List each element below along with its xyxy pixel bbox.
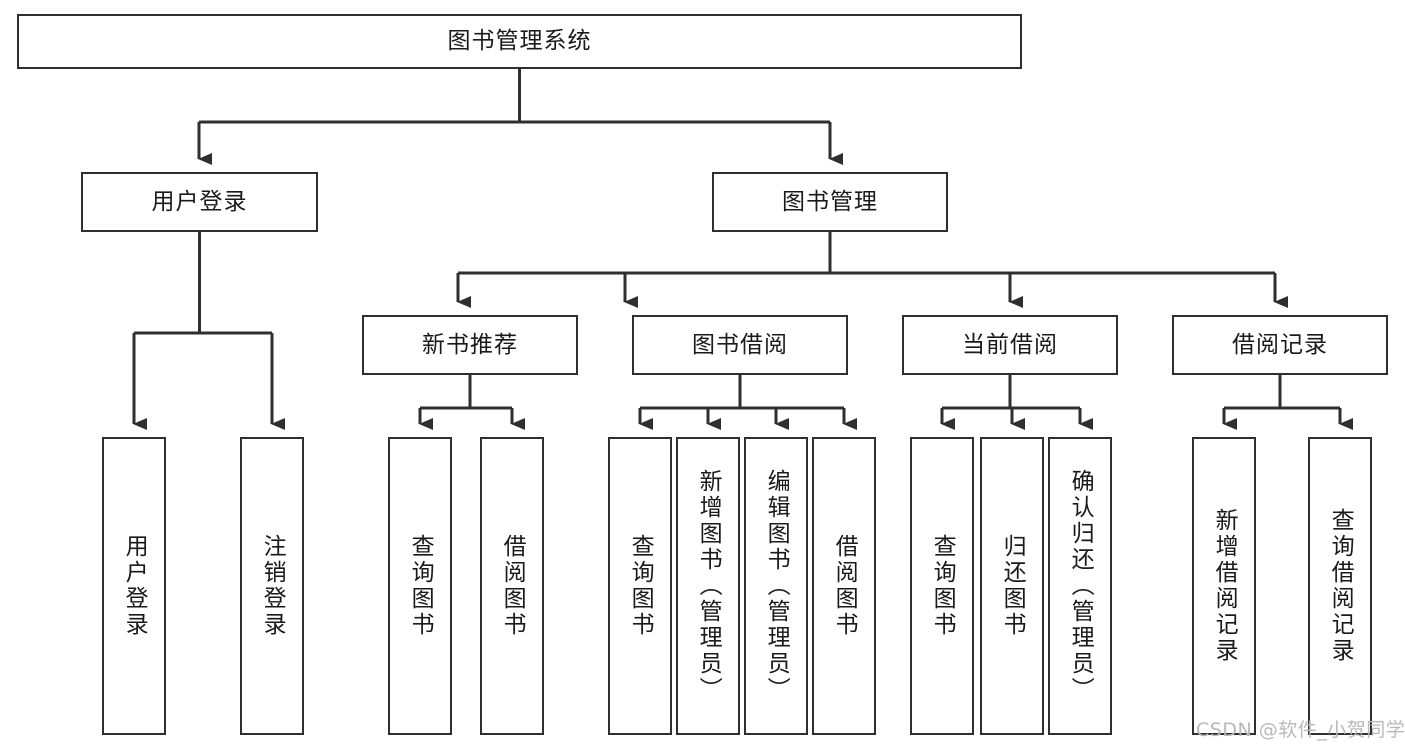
node-book-manage[interactable]: 图书管理 [712, 172, 948, 232]
node-leaf-confirm-return[interactable]: 确认归还（管理员） [1048, 437, 1112, 735]
node-leaf-query-record[interactable]: 查询借阅记录 [1308, 437, 1372, 735]
node-leaf-confirm-return-label: 确认归还（管理员） [1067, 469, 1094, 703]
node-book-borrow-label: 图书借阅 [692, 331, 788, 358]
node-user-login[interactable]: 用户登录 [81, 172, 318, 232]
node-leaf-edit-book[interactable]: 编辑图书（管理员） [744, 437, 808, 735]
node-book-borrow[interactable]: 图书借阅 [632, 315, 848, 375]
node-leaf-edit-book-label: 编辑图书（管理员） [763, 469, 790, 703]
node-leaf-query-book-1-label: 查询图书 [407, 534, 434, 638]
node-leaf-add-record[interactable]: 新增借阅记录 [1192, 437, 1256, 735]
node-leaf-add-book[interactable]: 新增图书（管理员） [676, 437, 740, 735]
node-user-login-label: 用户登录 [151, 188, 248, 215]
node-leaf-borrow-book-2[interactable]: 借阅图书 [812, 437, 876, 735]
node-leaf-user-login-label: 用户登录 [121, 534, 148, 638]
node-leaf-add-book-label: 新增图书（管理员） [695, 469, 722, 703]
node-leaf-borrow-book-1[interactable]: 借阅图书 [480, 437, 544, 735]
node-leaf-add-record-label: 新增借阅记录 [1211, 508, 1238, 664]
node-borrow-record-label: 借阅记录 [1232, 331, 1328, 358]
node-root-label: 图书管理系统 [447, 28, 592, 55]
node-leaf-query-book-3-label: 查询图书 [929, 534, 956, 638]
csdn-watermark: CSDN @软件_小贺同学 [1196, 719, 1405, 741]
node-leaf-return-book-label: 归还图书 [999, 534, 1026, 638]
node-leaf-borrow-book-1-label: 借阅图书 [499, 534, 526, 638]
node-leaf-logout[interactable]: 注销登录 [240, 437, 304, 735]
node-leaf-query-book-1[interactable]: 查询图书 [388, 437, 452, 735]
node-borrow-record[interactable]: 借阅记录 [1172, 315, 1388, 375]
node-current-borrow[interactable]: 当前借阅 [902, 315, 1118, 375]
node-leaf-return-book[interactable]: 归还图书 [980, 437, 1044, 735]
node-current-borrow-label: 当前借阅 [962, 331, 1058, 358]
node-leaf-borrow-book-2-label: 借阅图书 [831, 534, 858, 638]
node-leaf-user-login[interactable]: 用户登录 [102, 437, 166, 735]
node-leaf-query-book-2-label: 查询图书 [627, 534, 654, 638]
node-leaf-query-book-3[interactable]: 查询图书 [910, 437, 974, 735]
node-book-manage-label: 图书管理 [782, 188, 878, 215]
node-root[interactable]: 图书管理系统 [17, 14, 1022, 69]
node-new-book-recommend-label: 新书推荐 [422, 331, 518, 358]
node-new-book-recommend[interactable]: 新书推荐 [362, 315, 578, 375]
node-leaf-query-record-label: 查询借阅记录 [1327, 508, 1354, 664]
node-leaf-logout-label: 注销登录 [259, 534, 286, 638]
node-leaf-query-book-2[interactable]: 查询图书 [608, 437, 672, 735]
